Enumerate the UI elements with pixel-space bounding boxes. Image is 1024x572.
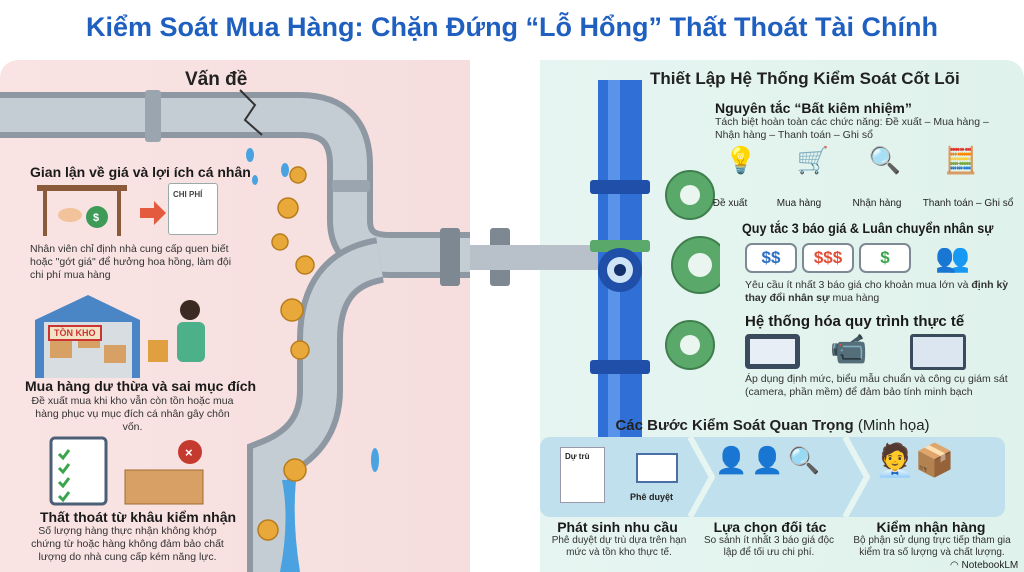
svg-text:×: ×	[185, 445, 193, 460]
steps-band	[540, 437, 1005, 517]
software-window-icon	[910, 334, 966, 370]
approve-label: Phê duyệt	[630, 492, 674, 502]
pipe-flange	[145, 90, 161, 142]
security-camera-icon: 📹	[830, 333, 868, 366]
staff-rotation-icon: 👥	[935, 242, 970, 273]
segregation-title: Nguyên tắc “Bất kiêm nhiệm”	[715, 100, 912, 116]
coins	[257, 166, 315, 541]
problem-title: Thất thoát từ khâu kiểm nhận	[40, 509, 237, 525]
quotes-title: Quy tắc 3 báo giá & Luân chuyển nhân sự	[742, 220, 994, 236]
calculator-hand-icon: 🧮	[944, 145, 978, 175]
notebooklm-brand: ◠ NotebookLM	[950, 560, 1019, 571]
clipboard-icon	[49, 436, 108, 506]
quote-bubble: $	[859, 243, 911, 273]
problems-heading: Vấn đề	[185, 69, 248, 90]
money-bag-icon	[86, 206, 108, 228]
solutions-heading: Thiết Lập Hệ Thống Kiểm Soát Cốt Lõi	[650, 69, 960, 88]
pipe-flange	[332, 180, 370, 192]
water-drops	[246, 148, 379, 572]
problem-title: Gian lận về giá và lợi ích cá nhân	[30, 164, 251, 180]
systemize-title: Hệ thống hóa quy trình thực tế	[745, 313, 965, 330]
role-label: Nhận hàng	[852, 198, 902, 209]
step-desc: So sánh ít nhất 3 báo giá độc lập để tối…	[703, 535, 835, 558]
steps-heading: Các Bước Kiểm Soát Quan Trọng (Minh họa)	[615, 417, 930, 434]
crack	[239, 89, 263, 136]
quote-bubble: $$$	[802, 243, 854, 273]
step-title: Phát sinh nhu cầu	[557, 519, 678, 535]
page-title: Kiểm Soát Mua Hàng: Chặn Đứng “Lỗ Hổng” …	[85, 12, 938, 42]
requisition-doc-icon: Dự trù	[560, 447, 605, 503]
role-label: Mua hàng	[776, 198, 822, 209]
cost-document-icon: CHI PHÍ	[168, 183, 218, 235]
step-title: Kiểm nhận hàng	[876, 519, 986, 535]
receiving-illustration: ×	[49, 436, 204, 506]
arrow-right-icon	[140, 201, 166, 225]
inspect-box-hand-icon: 🔍	[868, 145, 902, 175]
inspector-icon: 🧑‍💼📦	[875, 442, 955, 478]
role-label: Đề xuất	[712, 198, 748, 209]
step-title: Lựa chọn đối tác	[713, 519, 827, 535]
pipe-valve-flange	[440, 228, 460, 286]
box-icon	[124, 469, 204, 505]
quote-bubble: $$	[745, 243, 797, 273]
cart-hand-icon: 🛒	[796, 145, 830, 175]
quotes-desc: Yêu cầu ít nhất 3 báo giá cho khoản mua …	[745, 279, 1009, 304]
role-icons: 💡 🛒 🔍 🧮	[705, 145, 1024, 175]
stock-sign: TỒN KHO	[48, 325, 102, 341]
step-chevrons	[687, 437, 871, 517]
segregation-desc: Tách biệt hoàn toàn các chức năng: Đề xu…	[715, 116, 989, 141]
role-label: Thanh toán – Ghi sổ	[922, 198, 1014, 209]
reject-badge-icon	[178, 440, 202, 464]
systemize-desc: Áp dụng định mức, biểu mẫu chuẩn và công…	[745, 373, 1008, 398]
problem-desc: Đề xuất mua khi kho vẫn còn tồn hoặc mua…	[31, 395, 234, 433]
gray-pipe	[0, 92, 470, 572]
step-desc: Phê duyệt dự trù dựa trên hạn mức và tồn…	[551, 535, 687, 558]
chart-window-icon	[636, 453, 678, 483]
person-icon	[180, 300, 200, 320]
lightbulb-hand-icon: 💡	[724, 145, 758, 175]
problem-title: Mua hàng dư thừa và sai mục đích	[25, 378, 257, 394]
tablet-form-icon	[745, 334, 800, 369]
problem-desc: Số lượng hàng thực nhận không khớp chứng…	[31, 525, 224, 563]
hand-icon	[58, 208, 82, 222]
blue-pipe	[590, 80, 650, 500]
step-desc: Bộ phận sử dụng trực tiếp tham gia kiểm …	[853, 535, 1011, 558]
svg-text:$: $	[93, 212, 99, 224]
pipe-illustration	[0, 80, 720, 572]
partner-candidates-icon: 👤👤🔍	[715, 445, 825, 475]
shopping-bag-icon	[148, 340, 168, 362]
problem-desc: Nhân viên chỉ định nhà cung cấp quen biế…	[30, 243, 232, 281]
bribery-illustration: $	[37, 185, 166, 236]
